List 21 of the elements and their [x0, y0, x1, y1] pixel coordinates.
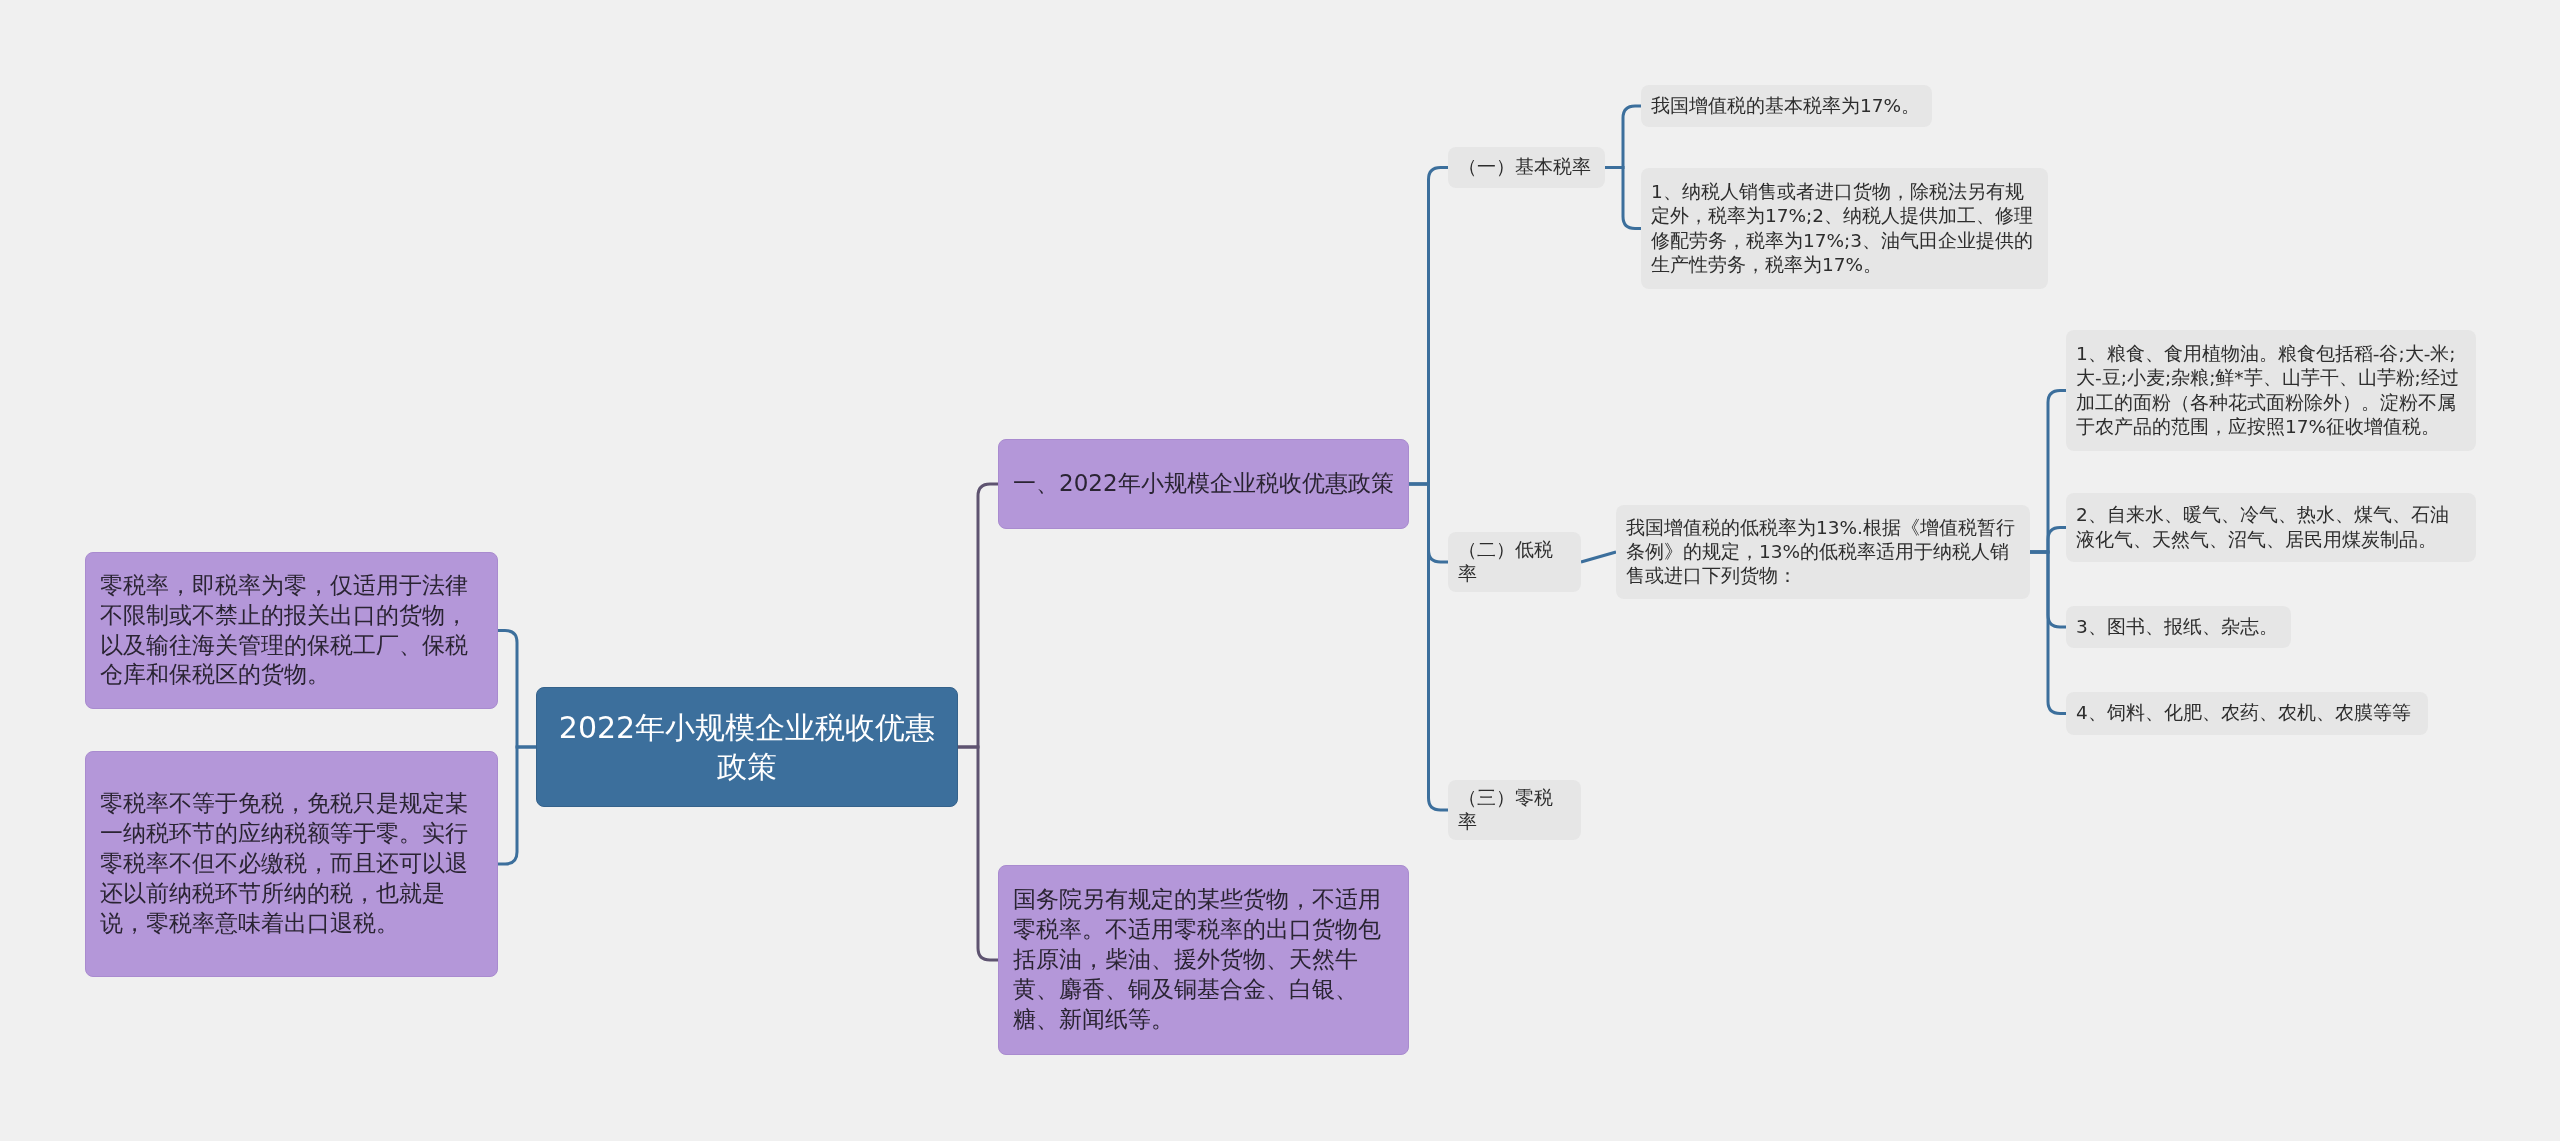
text-box: 1、粮食、食用植物油。粮食包括稻-谷;大-米;大-豆;小麦;杂粮;鲜*芋、山芋干、山芋粉;经过加工的面粉（各种花式面粉除外）。淀粉不属于农产品的范围，应按照17%征收增值税。 [2066, 330, 2476, 451]
subtopic-box: （二）低税率 [1448, 532, 1581, 593]
text-box: 1、纳税人销售或者进口货物，除税法另有规定外，税率为17%;2、纳税人提供加工、修理修配劳务，税率为17%;3、油气田企业提供的生产性劳务，税率为17%。 [1641, 168, 2048, 289]
connector [2030, 550, 2066, 715]
topic-box: 零税率，即税率为零，仅适用于法律不限制或不禁止的报关出口的货物，以及输往海关管理的保税工厂、保税仓库和保税区的货物。 [85, 552, 498, 709]
central-topic-box: 2022年小规模企业税收优惠政策 [536, 687, 958, 807]
connector [1605, 166, 1641, 230]
subtopic-box: （三）零税率 [1448, 780, 1581, 841]
connector [1409, 482, 1448, 812]
subtopic-box: （一）基本税率 [1448, 147, 1605, 188]
text-box: 4、饲料、化肥、农药、农机、农膜等等 [2066, 692, 2428, 735]
connector [498, 745, 536, 866]
text-box: 3、图书、报纸、杂志。 [2066, 606, 2291, 648]
text-box: 我国增值税的低税率为13%.根据《增值税暂行条例》的规定，13%的低税率适用于纳税人销售或进口下列货物： [1616, 505, 2030, 599]
connector [1580, 550, 1617, 564]
connector [958, 745, 998, 962]
topic-box: 国务院另有规定的某些货物，不适用零税率。不适用零税率的出口货物包括原油，柴油、援外货物、天然牛黄、麝香、铜及铜基合金、白银、糖、新闻纸等。 [998, 865, 1409, 1055]
topic-box: 零税率不等于免税，免税只是规定某一纳税环节的应纳税额等于零。实行零税率不但不必缴税，而且还可以退还以前纳税环节所纳的税，也就是说，零税率意味着出口退税。 [85, 751, 498, 977]
text-box: 我国增值税的基本税率为17%。 [1641, 85, 1932, 127]
text-box: 2、自来水、暖气、冷气、热水、煤气、石油液化气、天然气、沼气、居民用煤炭制品。 [2066, 493, 2476, 562]
topic-box: 一、2022年小规模企业税收优惠政策 [998, 439, 1409, 529]
